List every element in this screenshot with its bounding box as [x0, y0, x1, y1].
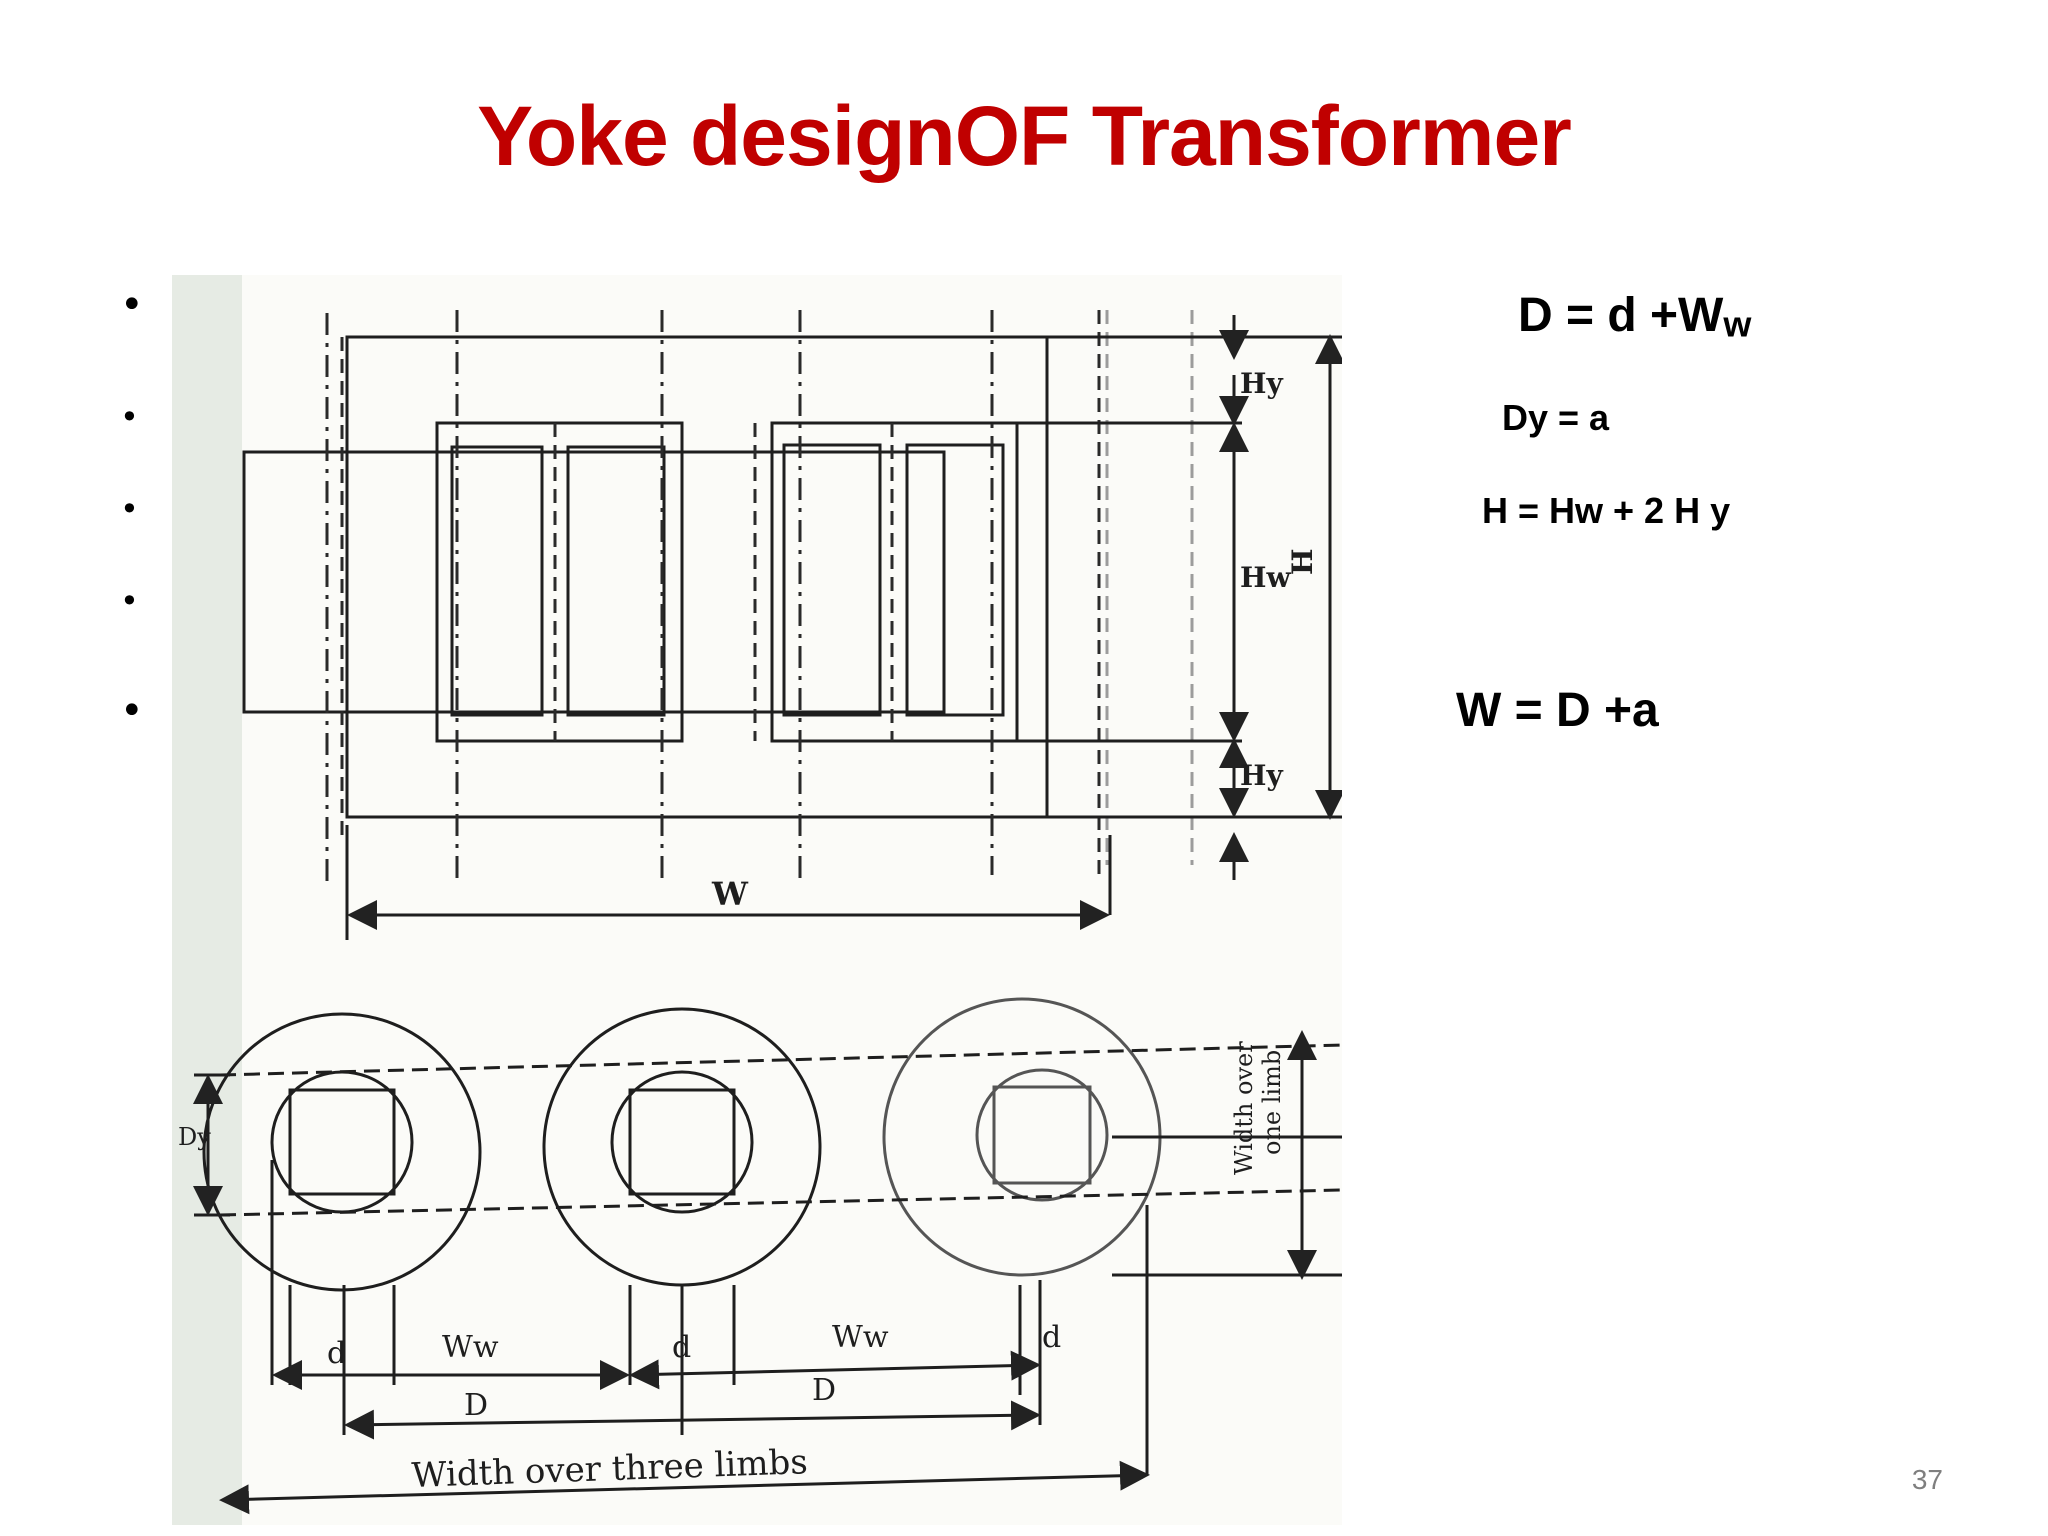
label-ww-2: Ww — [832, 1320, 889, 1355]
window-right-1 — [782, 443, 882, 717]
window-left-inner — [450, 445, 544, 717]
equation-d-main: D = d +W — [1518, 289, 1724, 342]
plan-view — [202, 997, 1162, 1292]
window-frame-left — [435, 421, 684, 743]
label-h: H — [1286, 549, 1319, 575]
equation-h: H = Hw + 2 H y — [1482, 490, 1731, 531]
page-number: 37 — [1911, 1464, 1943, 1495]
plan-dimensions — [193, 1030, 1372, 1515]
bullet-2: • — [120, 398, 139, 436]
window-hidden-lines — [340, 310, 1101, 875]
label-d-2: d — [672, 1330, 691, 1365]
yoke-outline — [345, 335, 1049, 819]
scan-edge-shadow — [172, 275, 242, 1525]
bullet-5: • — [120, 688, 144, 734]
equation-d-sub: w — [1723, 303, 1752, 345]
front-view — [242, 335, 1049, 819]
label-ww-1: Ww — [442, 1330, 499, 1365]
label-width-one-limb-line1: Width over — [1230, 1041, 1258, 1175]
core-square-2 — [628, 1088, 736, 1196]
core-square-3 — [992, 1085, 1092, 1185]
label-d-3: d — [1042, 1320, 1061, 1355]
plan-hidden-lines — [219, 1043, 1343, 1217]
core-circle-3 — [975, 1068, 1109, 1202]
label-hy-top: Hy — [1240, 367, 1283, 400]
label-D-2: D — [812, 1373, 836, 1408]
label-dy: Dy — [178, 1123, 211, 1151]
equation-w: W = D +a — [1456, 684, 1659, 737]
label-d-1: d — [327, 1336, 346, 1371]
window-right-2 — [905, 443, 1005, 717]
core-square-1 — [288, 1088, 396, 1196]
right-dimensions — [345, 315, 1345, 940]
window-middle — [566, 445, 666, 717]
transformer-figure: Hy Hw Hy H W — [172, 275, 1372, 1525]
window-frame-right — [770, 421, 1019, 743]
equation-dy: Dy = a — [1502, 397, 1610, 438]
label-hw: Hw — [1240, 561, 1291, 594]
label-D-1: D — [464, 1388, 488, 1423]
projection-lines — [1105, 310, 1194, 865]
centre-lines — [325, 310, 994, 885]
label-hy-bottom: Hy — [1240, 759, 1283, 792]
bullet-1: • — [120, 282, 144, 328]
core-outline — [242, 450, 946, 714]
slide-title: Yoke designOF Transformer — [477, 89, 1572, 183]
label-width-one-limb-line2: one limb — [1258, 1050, 1286, 1155]
label-w: W — [711, 875, 749, 913]
bullet-3: • — [120, 490, 139, 528]
bullet-4: • — [120, 582, 139, 620]
transformer-drawing: Hy Hw Hy H W — [172, 275, 1372, 1525]
core-circle-2 — [610, 1070, 754, 1214]
equation-d: D = d +Ww — [1518, 288, 1751, 345]
front-labels: Hy Hw Hy H W — [711, 367, 1319, 913]
